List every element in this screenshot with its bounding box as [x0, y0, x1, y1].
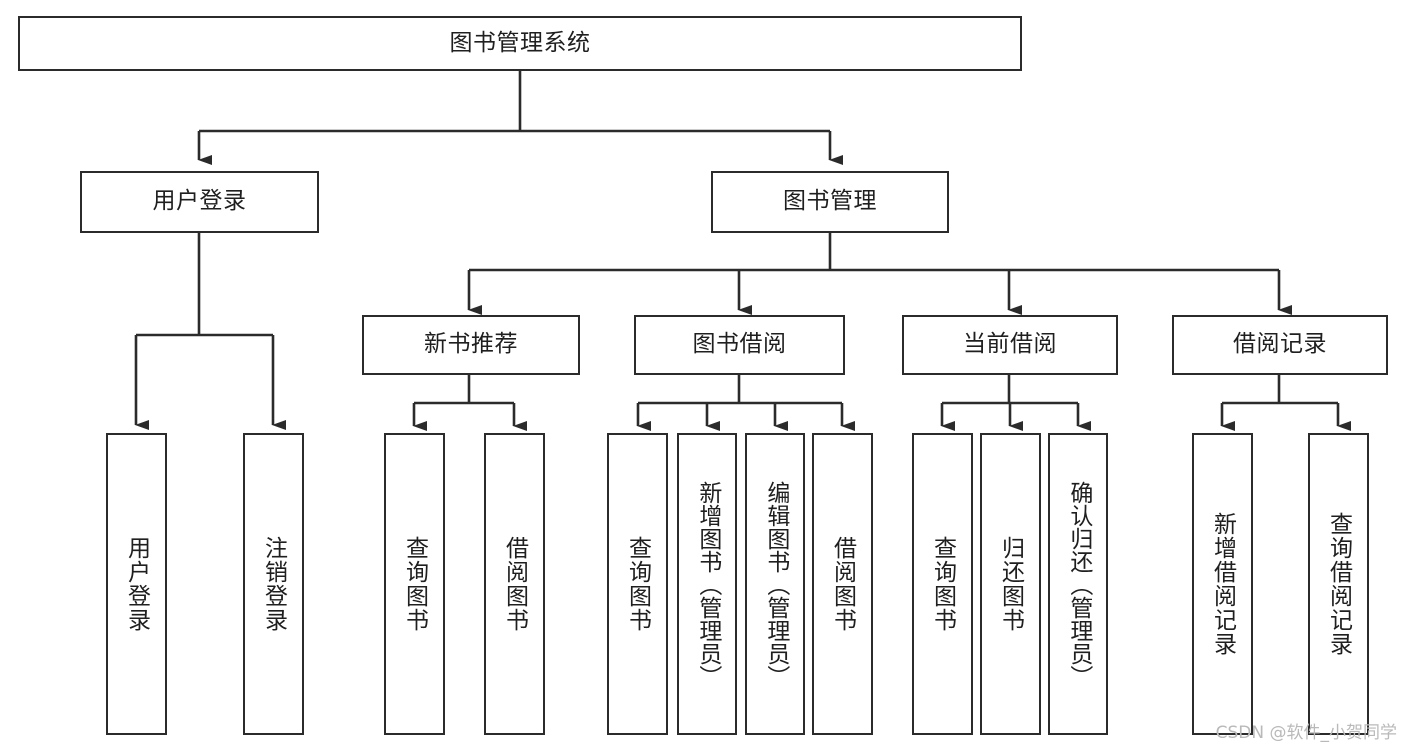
- leaf-user-login[interactable]: 用户登录: [106, 433, 167, 735]
- leaf-borrow-book-2[interactable]: 借阅图书: [812, 433, 873, 735]
- leaf-user-logout-label: 注销登录: [260, 536, 287, 632]
- leaf-user-logout[interactable]: 注销登录: [243, 433, 304, 735]
- node-borrow-record-label: 借阅记录: [1233, 331, 1327, 358]
- leaf-edit-book[interactable]: 编辑图书（管理员）: [745, 433, 805, 735]
- node-root[interactable]: 图书管理系统: [18, 16, 1022, 71]
- leaf-add-record[interactable]: 新增借阅记录: [1192, 433, 1253, 735]
- leaf-borrow-book-1-label: 借阅图书: [501, 536, 528, 632]
- leaf-confirm-return-label: 确认归还（管理员）: [1065, 480, 1092, 688]
- leaf-edit-book-label: 编辑图书（管理员）: [762, 480, 789, 688]
- leaf-query-book-2[interactable]: 查询图书: [607, 433, 668, 735]
- leaf-borrow-book-1[interactable]: 借阅图书: [484, 433, 545, 735]
- node-book-manage[interactable]: 图书管理: [711, 171, 949, 233]
- node-book-borrow-label: 图书借阅: [692, 331, 787, 358]
- node-user-login[interactable]: 用户登录: [80, 171, 319, 233]
- leaf-return-book-label: 归还图书: [997, 536, 1024, 632]
- node-user-login-label: 用户登录: [152, 188, 247, 215]
- leaf-query-record[interactable]: 查询借阅记录: [1308, 433, 1369, 735]
- csdn-watermark: CSDN @软件_小贺同学: [1215, 723, 1397, 743]
- node-book-manage-label: 图书管理: [783, 188, 877, 215]
- node-borrow-record[interactable]: 借阅记录: [1172, 315, 1388, 375]
- leaf-return-book[interactable]: 归还图书: [980, 433, 1041, 735]
- leaf-borrow-book-2-label: 借阅图书: [829, 536, 856, 632]
- leaf-query-book-2-label: 查询图书: [624, 536, 651, 632]
- leaf-query-book-1[interactable]: 查询图书: [384, 433, 445, 735]
- leaf-add-book[interactable]: 新增图书（管理员）: [677, 433, 737, 735]
- node-book-borrow[interactable]: 图书借阅: [634, 315, 845, 375]
- leaf-add-book-label: 新增图书（管理员）: [694, 480, 721, 688]
- node-root-label: 图书管理系统: [449, 29, 591, 56]
- node-new-book-rec[interactable]: 新书推荐: [362, 315, 580, 375]
- node-current-borrow-label: 当前借阅: [963, 331, 1057, 358]
- node-current-borrow[interactable]: 当前借阅: [902, 315, 1118, 375]
- leaf-query-book-3-label: 查询图书: [929, 536, 956, 632]
- leaf-query-book-3[interactable]: 查询图书: [912, 433, 973, 735]
- leaf-query-book-1-label: 查询图书: [401, 536, 428, 632]
- leaf-add-record-label: 新增借阅记录: [1209, 512, 1236, 656]
- leaf-query-record-label: 查询借阅记录: [1325, 512, 1352, 656]
- node-new-book-rec-label: 新书推荐: [424, 331, 518, 358]
- leaf-user-login-label: 用户登录: [123, 536, 150, 632]
- leaf-confirm-return[interactable]: 确认归还（管理员）: [1048, 433, 1108, 735]
